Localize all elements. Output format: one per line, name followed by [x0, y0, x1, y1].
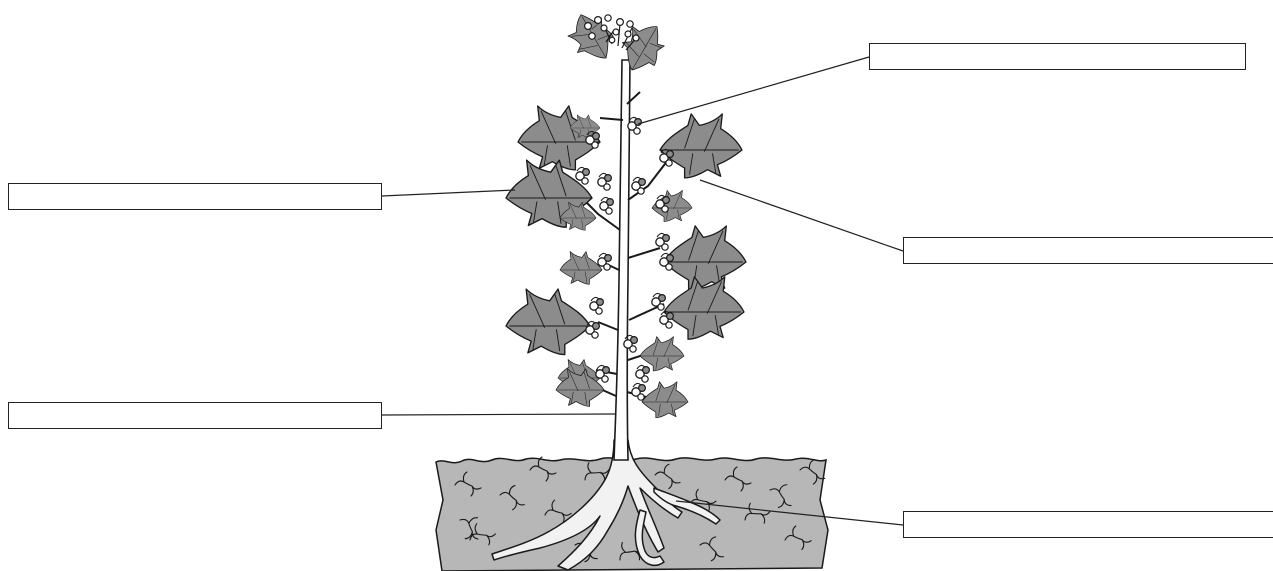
- label-box-top-right[interactable]: [869, 43, 1246, 70]
- leader-line-left-upper: [382, 190, 515, 196]
- leader-line-top-right: [638, 57, 869, 124]
- label-box-left-lower[interactable]: [8, 402, 382, 429]
- leader-line-left-lower: [382, 414, 616, 415]
- label-box-left-upper[interactable]: [8, 183, 382, 210]
- label-box-bottom-right[interactable]: [903, 511, 1273, 538]
- leader-line-right-middle: [700, 180, 903, 251]
- label-box-right-middle[interactable]: [903, 237, 1273, 264]
- leader-lines: [382, 57, 903, 525]
